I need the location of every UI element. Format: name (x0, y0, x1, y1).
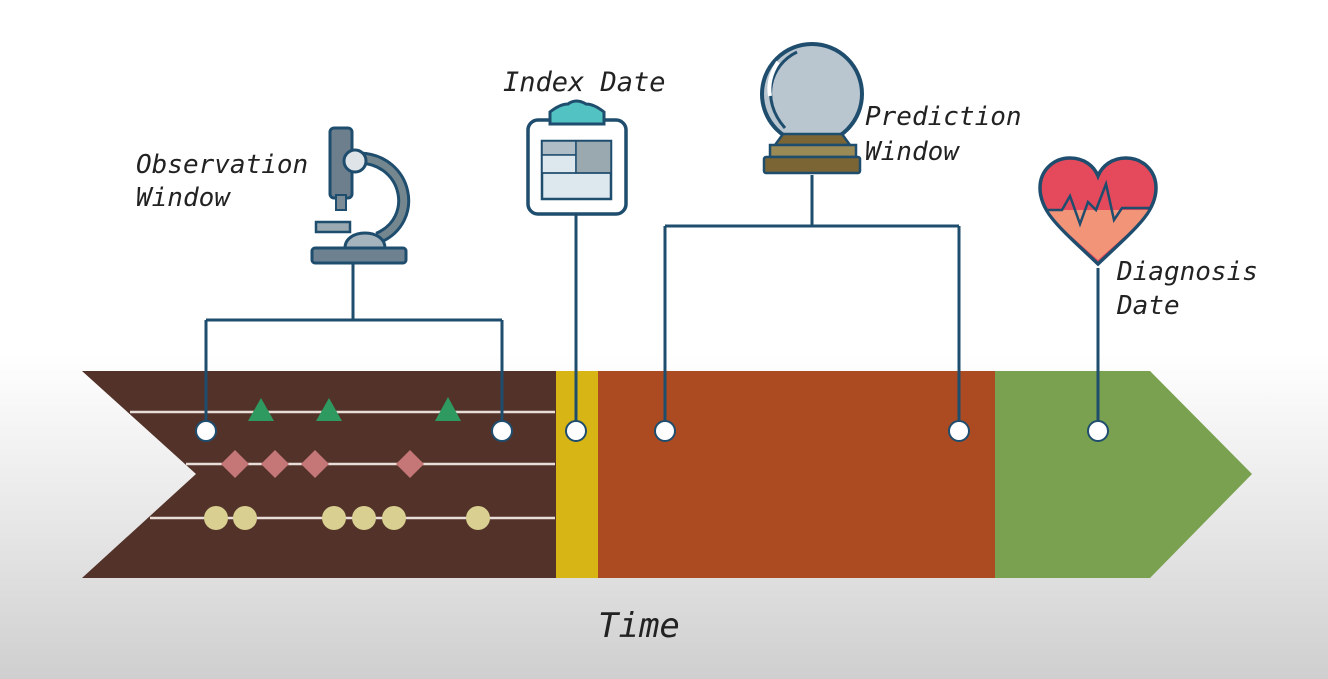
observation-window-label-line1: Observation (136, 150, 308, 180)
observation-segment (82, 371, 556, 578)
diagnosis-date-dot (1087, 420, 1109, 442)
event-triangle (435, 397, 461, 421)
event-circle (322, 506, 346, 530)
index-date-dot (565, 420, 587, 442)
event-diamond (261, 450, 289, 478)
observation-start-dot (195, 420, 217, 442)
event-circle (233, 506, 257, 530)
event-circle (204, 506, 228, 530)
prediction-segment (598, 371, 995, 578)
heart-icon (1038, 156, 1158, 267)
event-diamond (396, 450, 424, 478)
prediction-connector (663, 175, 961, 431)
event-triangle (316, 398, 342, 421)
crystal-ball-icon (760, 42, 864, 175)
observation-window-label-line2: Window (136, 183, 231, 213)
prediction-start-dot (654, 420, 676, 442)
event-diamond (221, 450, 249, 478)
observation-end-dot (491, 420, 513, 442)
diagnosis-date-label-line2: Date (1116, 291, 1180, 321)
prediction-end-dot (948, 420, 970, 442)
event-circle (466, 506, 490, 530)
event-diamond (301, 450, 329, 478)
microscope-icon (310, 126, 411, 265)
event-circle (382, 506, 406, 530)
time-axis-label: Time (598, 606, 680, 646)
connector-dots (195, 420, 1109, 442)
event-triangle (248, 398, 274, 421)
diagnosis-segment (995, 371, 1252, 578)
clipboard-icon (526, 99, 628, 216)
observation-connector (204, 262, 504, 431)
prediction-window-label-line2: Window (865, 137, 960, 167)
prediction-window-label-line1: Prediction (865, 102, 1022, 132)
diagnosis-date-label-line1: Diagnosis (1116, 257, 1258, 287)
event-circle (352, 506, 376, 530)
index-date-label: Index Date (503, 67, 666, 98)
